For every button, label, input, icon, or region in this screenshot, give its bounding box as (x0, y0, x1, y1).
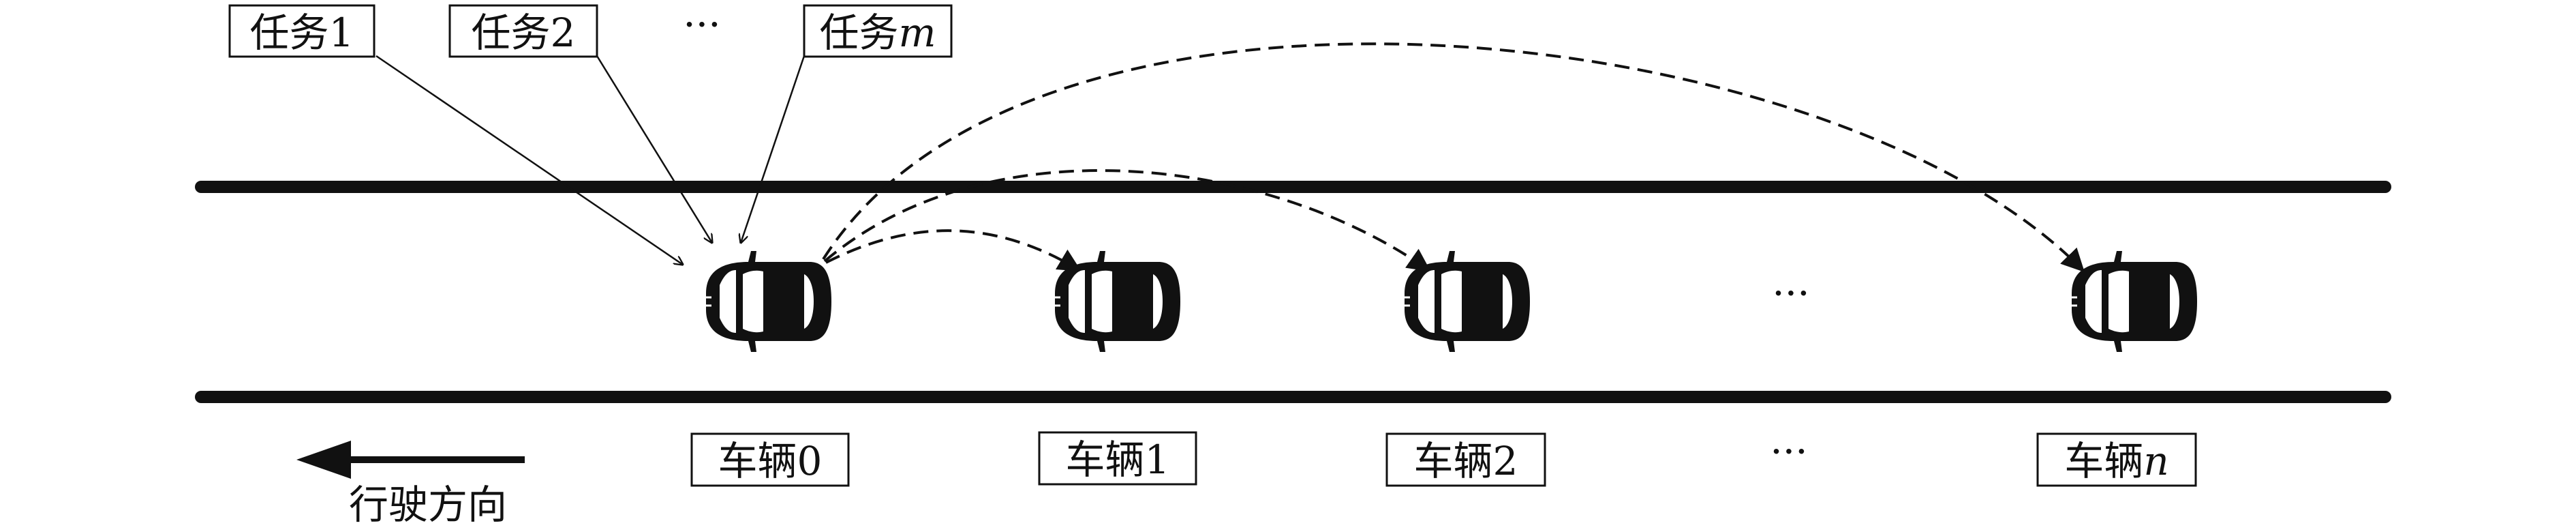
task-index: m (899, 10, 936, 56)
svg-text:车辆n: 车辆n (2064, 438, 2168, 484)
vehicle-index: 0 (797, 438, 823, 484)
task-arrow (596, 55, 712, 243)
task-box: 任务1 (228, 4, 375, 58)
vehicle-index: 2 (1493, 438, 1518, 484)
vehicle-index: 1 (1145, 437, 1170, 483)
vehicle-label: 车辆 (718, 438, 797, 484)
task-ellipsis: ··· (683, 1, 720, 48)
task-box: 任务2 (448, 4, 598, 58)
car-icon (1403, 250, 1531, 353)
vehicle-box: 车辆n (2036, 432, 2197, 487)
task-label: 任务 (472, 10, 551, 56)
offload-arc (823, 169, 1431, 272)
svg-text:任务m: 任务m (819, 10, 936, 56)
task-box: 任务m (803, 4, 953, 58)
vehicle-box: 车辆0 (690, 432, 850, 487)
vehicle-label: 车辆 (1066, 437, 1145, 483)
svg-text:任务1: 任务1 (250, 10, 354, 56)
car-icon (705, 250, 833, 353)
vehicle-label: 车辆 (1414, 438, 1493, 484)
vehicle-label: 车辆 (2064, 438, 2143, 484)
offload-arc (825, 229, 1082, 271)
vehicle-box: 车辆1 (1038, 431, 1197, 486)
task-arrow (741, 55, 806, 243)
task-label: 任务 (250, 10, 329, 56)
vehicle-ellipsis: ··· (1770, 428, 1807, 475)
svg-text:车辆2: 车辆2 (1414, 438, 1518, 484)
task-index: 1 (329, 10, 354, 56)
task-index: 2 (551, 10, 576, 56)
offload-arc (822, 42, 2085, 273)
arrow-left-icon (296, 441, 525, 479)
car-icon (1054, 250, 1182, 353)
vehicle-index: n (2143, 438, 2168, 484)
task-arrow (375, 55, 683, 265)
road-ellipsis: ··· (1772, 270, 1809, 316)
svg-text:任务2: 任务2 (472, 10, 576, 56)
task-label: 任务 (819, 10, 898, 56)
car-icon (2070, 250, 2198, 353)
svg-text:车辆1: 车辆1 (1066, 437, 1170, 483)
svg-text:车辆0: 车辆0 (718, 438, 823, 484)
direction-label: 行驶方向 (349, 482, 507, 528)
vehicle-box: 车辆2 (1385, 432, 1546, 487)
